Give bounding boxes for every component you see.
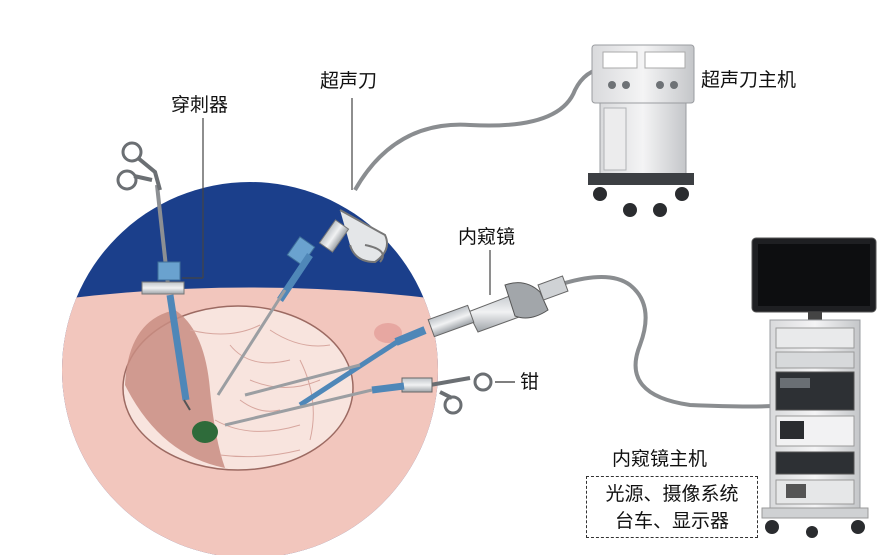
- endoscope-host-details-box: 光源、摄像系统 台车、显示器: [586, 476, 758, 538]
- endoscope-host-label: 内窥镜主机: [612, 448, 708, 470]
- ultrasonic-host-label: 超声刀主机: [701, 69, 797, 91]
- endoscope-instrument: [298, 274, 786, 409]
- endoscope-host-details-line2: 台车、显示器: [614, 510, 729, 532]
- ultrasonic-host-device: [588, 44, 695, 217]
- endoscope-cable: [564, 274, 786, 409]
- trocar-label: 穿刺器: [171, 94, 229, 116]
- endoscope-host-device: [751, 237, 877, 538]
- forceps-instrument: [224, 363, 515, 427]
- incision-mark: [374, 323, 402, 343]
- ultrasonic-scalpel-instrument: [216, 66, 606, 396]
- endoscope-host-details-line1: 光源、摄像系统: [605, 483, 739, 505]
- scalpel-cable: [353, 66, 606, 191]
- ultrasonic-scalpel-label: 超声刀: [320, 70, 378, 92]
- tumor: [192, 421, 218, 443]
- vessel-network: [189, 324, 331, 458]
- forceps-label: 钳: [520, 371, 540, 393]
- trocar-instrument: [116, 141, 191, 411]
- endoscope-label: 内窥镜: [458, 226, 516, 248]
